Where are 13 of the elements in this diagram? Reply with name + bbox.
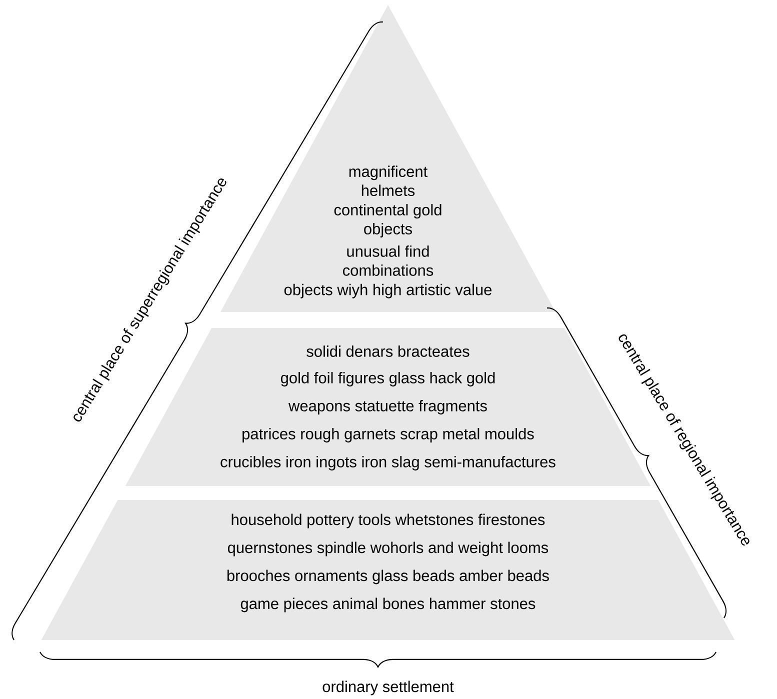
item-list: gold foil figures glass hack gold bbox=[280, 372, 495, 386]
item-list: brooches ornaments glass beads amber beads bbox=[227, 570, 549, 584]
brace-label: ordinary settlement bbox=[322, 680, 454, 696]
item-list: weapons statuette fragments bbox=[288, 400, 487, 414]
item-list: solidi denars bracteates bbox=[306, 346, 470, 357]
item-label: objects wiyh high artistic value bbox=[284, 284, 492, 298]
item-label: unusual find combinations bbox=[343, 245, 434, 276]
item-list: patrices rough garnets scrap metal moulds bbox=[242, 428, 534, 442]
item-list: household pottery tools whetstones firestones bbox=[232, 514, 545, 528]
item-list: crucibles iron ingots iron slag semi-manufactures bbox=[220, 456, 556, 470]
item-label: magnificent helmets bbox=[349, 166, 428, 196]
item-list: game pieces animal bones hammer stones bbox=[240, 598, 536, 612]
item-list: quernstones spindle wohorls and weight looms bbox=[228, 542, 548, 556]
